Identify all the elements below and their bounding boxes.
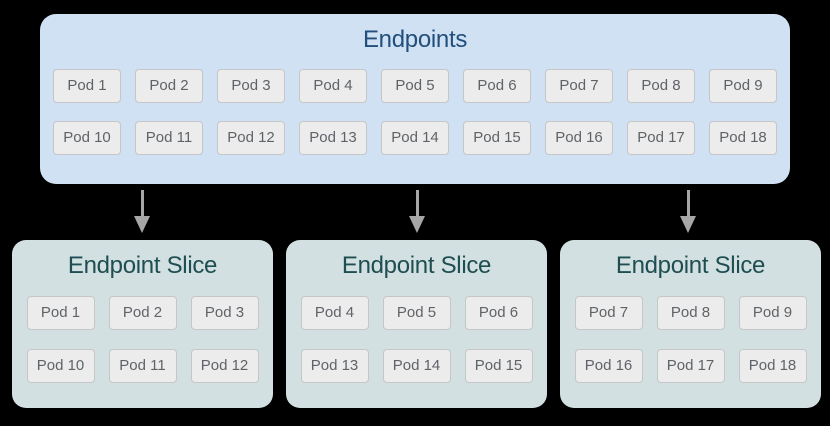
pod: Pod 3 — [190, 296, 259, 330]
endpoint-slice-title: Endpoint Slice — [615, 252, 766, 279]
arrow-head — [680, 216, 696, 233]
slice-2-pod-row-2: Pod 13 Pod 14 Pod 15 — [286, 349, 547, 383]
pod: Pod 13 — [300, 349, 369, 383]
endpoint-slice-title: Endpoint Slice — [341, 252, 492, 279]
pod: Pod 10 — [53, 121, 121, 155]
pod: Pod 5 — [381, 69, 449, 103]
endpoints-title: Endpoints — [362, 26, 468, 53]
pod: Pod 5 — [382, 296, 451, 330]
pod: Pod 18 — [709, 121, 777, 155]
endpoints-pod-row-2: Pod 10 Pod 11 Pod 12 Pod 13 Pod 14 Pod 1… — [40, 121, 790, 155]
pod: Pod 16 — [545, 121, 613, 155]
pod: Pod 9 — [738, 296, 807, 330]
pod: Pod 7 — [574, 296, 643, 330]
pod: Pod 6 — [464, 296, 533, 330]
pod: Pod 15 — [463, 121, 531, 155]
slice-1-pod-row-1: Pod 1 Pod 2 Pod 3 — [12, 296, 273, 330]
endpoints-box: Endpoints Pod 1 Pod 2 Pod 3 Pod 4 Pod 5 … — [40, 14, 790, 184]
pod: Pod 18 — [738, 349, 807, 383]
slice-2-pod-row-1: Pod 4 Pod 5 Pod 6 — [286, 296, 547, 330]
endpoint-slice-box-3: Endpoint Slice Pod 7 Pod 8 Pod 9 Pod 16 … — [560, 240, 821, 408]
pod: Pod 10 — [26, 349, 95, 383]
pod: Pod 8 — [656, 296, 725, 330]
pod: Pod 11 — [108, 349, 177, 383]
pod: Pod 15 — [464, 349, 533, 383]
pod: Pod 8 — [627, 69, 695, 103]
pod: Pod 17 — [627, 121, 695, 155]
down-arrow-icon — [409, 190, 425, 233]
pod: Pod 17 — [656, 349, 725, 383]
arrow-stem — [140, 190, 144, 216]
pod: Pod 12 — [217, 121, 285, 155]
pod: Pod 13 — [299, 121, 367, 155]
pod: Pod 7 — [545, 69, 613, 103]
pod: Pod 4 — [300, 296, 369, 330]
pod: Pod 3 — [217, 69, 285, 103]
pod: Pod 11 — [135, 121, 203, 155]
pod: Pod 14 — [382, 349, 451, 383]
pod: Pod 9 — [709, 69, 777, 103]
endpoint-slice-box-2: Endpoint Slice Pod 4 Pod 5 Pod 6 Pod 13 … — [286, 240, 547, 408]
pod: Pod 1 — [53, 69, 121, 103]
pod: Pod 2 — [135, 69, 203, 103]
arrow-stem — [415, 190, 419, 216]
pod: Pod 1 — [26, 296, 95, 330]
pod: Pod 2 — [108, 296, 177, 330]
arrow-stem — [686, 190, 690, 216]
endpoint-slice-title: Endpoint Slice — [67, 252, 218, 279]
down-arrow-icon — [680, 190, 696, 233]
pod: Pod 6 — [463, 69, 531, 103]
pod: Pod 14 — [381, 121, 449, 155]
slice-1-pod-row-2: Pod 10 Pod 11 Pod 12 — [12, 349, 273, 383]
pod: Pod 12 — [190, 349, 259, 383]
slice-3-pod-row-1: Pod 7 Pod 8 Pod 9 — [560, 296, 821, 330]
arrow-head — [409, 216, 425, 233]
down-arrow-icon — [134, 190, 150, 233]
arrow-head — [134, 216, 150, 233]
endpoint-slice-box-1: Endpoint Slice Pod 1 Pod 2 Pod 3 Pod 10 … — [12, 240, 273, 408]
pod: Pod 4 — [299, 69, 367, 103]
endpoints-pod-row-1: Pod 1 Pod 2 Pod 3 Pod 4 Pod 5 Pod 6 Pod … — [40, 69, 790, 103]
pod: Pod 16 — [574, 349, 643, 383]
slice-3-pod-row-2: Pod 16 Pod 17 Pod 18 — [560, 349, 821, 383]
